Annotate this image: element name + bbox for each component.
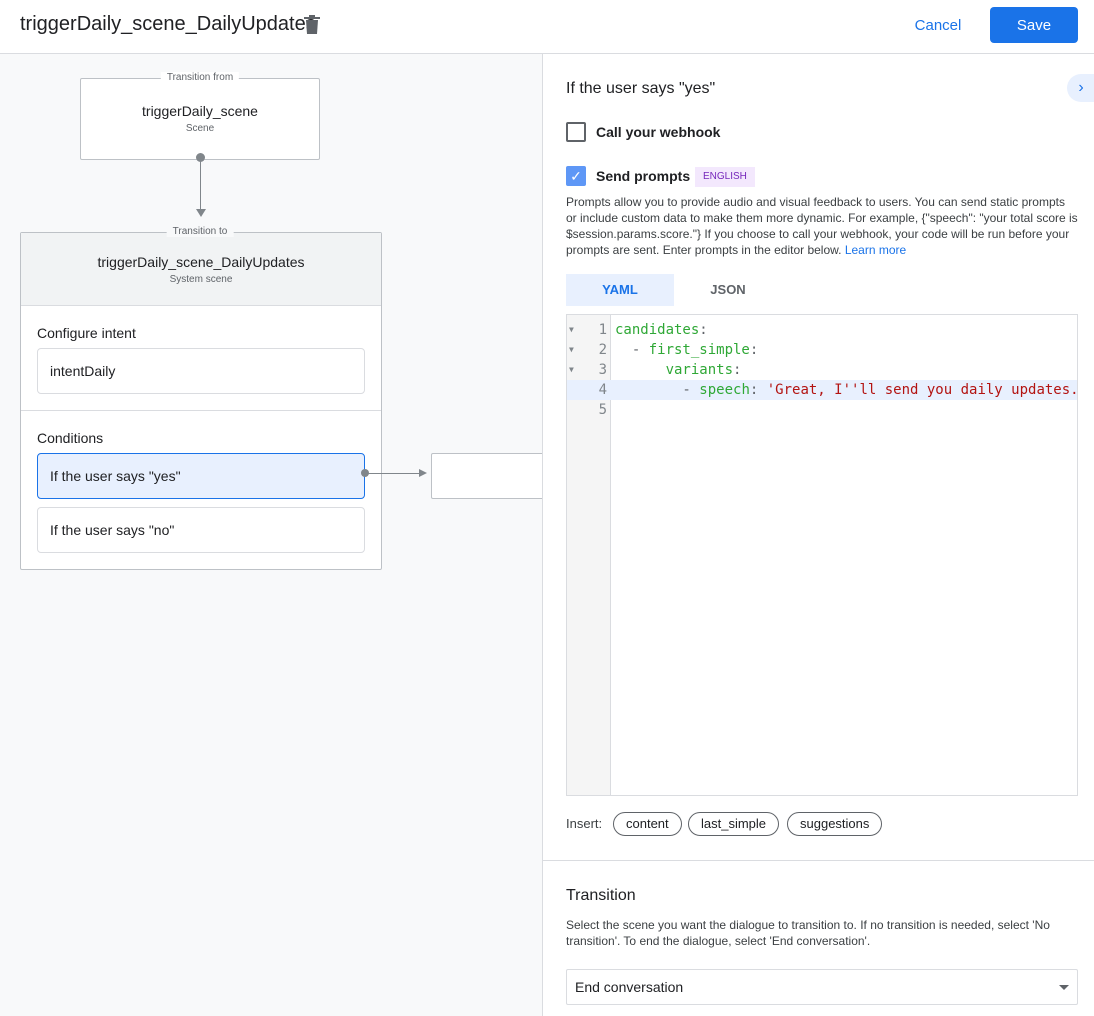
- transition-description: Select the scene you want the dialogue t…: [566, 918, 1050, 948]
- insert-content-chip[interactable]: content: [613, 812, 682, 836]
- to-scene-type: System scene: [169, 274, 233, 285]
- code-editor[interactable]: ▼ 1 candidates: ▼ 2 - first_simple: ▼ 3 varian…: [566, 314, 1079, 796]
- tab-yaml[interactable]: YAML: [566, 274, 674, 306]
- collapse-panel-button[interactable]: ›: [1067, 74, 1094, 102]
- transition-select-value: End conversation: [575, 979, 684, 995]
- transition-to-node: triggerDaily_scene_DailyUpdates System s…: [20, 232, 382, 570]
- learn-more-link[interactable]: Learn more: [844, 243, 907, 257]
- condition-no[interactable]: If the user says "no": [37, 507, 365, 553]
- connector-dot: [361, 469, 369, 477]
- code-line: 5: [567, 400, 1077, 420]
- check-icon: ✓: [570, 168, 582, 184]
- cancel-button[interactable]: Cancel: [904, 8, 972, 42]
- fold-icon[interactable]: ▼: [569, 345, 574, 354]
- code-text: candidates:: [615, 322, 708, 338]
- language-badge: ENGLISH: [695, 167, 755, 187]
- page-title: triggerDaily_scene_DailyUpdates: [20, 13, 316, 35]
- header: triggerDaily_scene_DailyUpdates Cancel S…: [0, 0, 1094, 54]
- conditions-title: Conditions: [37, 430, 104, 446]
- transition-to-label: Transition to: [166, 226, 234, 237]
- code-line: ▼ 1 candidates:: [567, 320, 1077, 340]
- code-text: - first_simple:: [615, 342, 759, 358]
- line-number: 5: [598, 402, 607, 418]
- divider: [543, 860, 1094, 861]
- prompts-description: Prompts allow you to provide audio and v…: [566, 195, 1078, 257]
- code-line: 4 - speech: 'Great, I''ll send you daily…: [567, 380, 1079, 400]
- send-prompts-checkbox[interactable]: ✓: [566, 166, 586, 186]
- chevron-right-icon: ›: [1078, 79, 1084, 96]
- trash-icon[interactable]: [304, 15, 320, 34]
- arrow-icon: [196, 209, 206, 217]
- transition-select[interactable]: End conversation: [566, 969, 1078, 1005]
- tab-json[interactable]: JSON: [710, 282, 746, 297]
- code-text: - speech: 'Great, I''ll send you daily u…: [615, 382, 1079, 398]
- insert-label: Insert:: [566, 816, 603, 831]
- detail-panel: [542, 54, 1094, 1016]
- fold-icon[interactable]: ▼: [569, 325, 574, 334]
- to-scene-name: triggerDaily_scene_DailyUpdates: [97, 254, 305, 270]
- code-line: ▼ 2 - first_simple:: [567, 340, 1077, 360]
- code-text: variants:: [665, 362, 742, 378]
- webhook-label: Call your webhook: [596, 124, 721, 140]
- save-button[interactable]: Save: [990, 7, 1078, 43]
- send-prompts-label: Send prompts: [596, 168, 691, 184]
- code-line: ▼ 3 variants:: [567, 360, 1077, 380]
- connector-dot: [196, 153, 205, 162]
- line-number: 1: [598, 322, 607, 338]
- line-number: 4: [598, 382, 607, 398]
- insert-suggestions-chip[interactable]: suggestions: [787, 812, 883, 836]
- from-scene-type: Scene: [185, 123, 215, 134]
- connector-line: [200, 158, 201, 212]
- transition-title: Transition: [566, 887, 636, 904]
- line-number: 2: [598, 342, 607, 358]
- transition-from-node[interactable]: triggerDaily_scene Scene: [80, 78, 320, 160]
- arrow-icon: [419, 469, 427, 477]
- webhook-checkbox[interactable]: [566, 122, 586, 142]
- insert-last-simple-chip[interactable]: last_simple: [688, 812, 780, 836]
- flow-canvas: triggerDaily_scene Scene Transition from…: [0, 54, 542, 1016]
- intent-item[interactable]: intentDaily: [37, 348, 365, 394]
- configure-intent-title: Configure intent: [37, 325, 136, 341]
- fold-icon[interactable]: ▼: [569, 365, 574, 374]
- from-scene-name: triggerDaily_scene: [142, 103, 258, 119]
- target-node[interactable]: [431, 453, 542, 499]
- line-number: 3: [598, 362, 607, 378]
- dropdown-arrow-icon: [1059, 985, 1069, 990]
- transition-from-label: Transition from: [160, 72, 240, 83]
- condition-yes[interactable]: If the user says "yes": [37, 453, 365, 499]
- panel-heading: If the user says "yes": [566, 80, 716, 97]
- connector-line: [365, 473, 420, 474]
